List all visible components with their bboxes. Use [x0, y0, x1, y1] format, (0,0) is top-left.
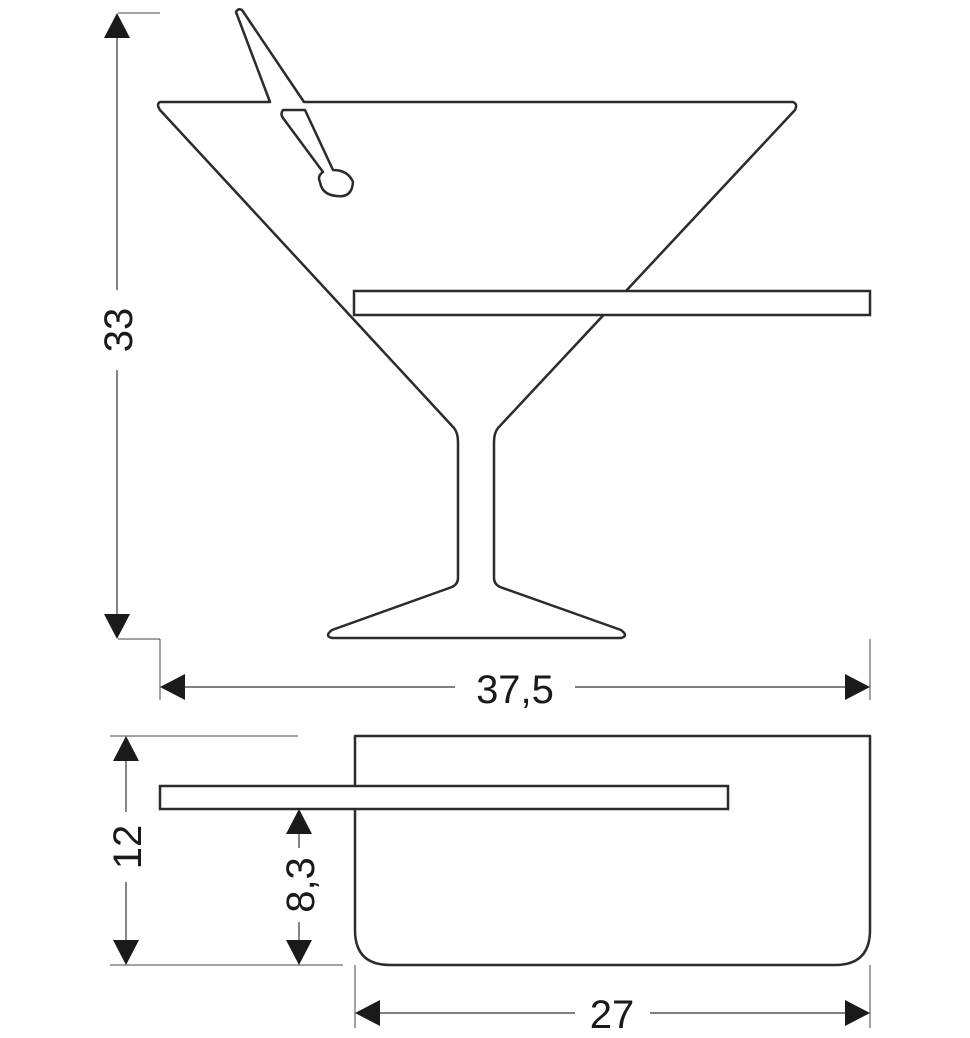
height-arrow-bottom — [104, 614, 130, 639]
bracket-width-arrow-right — [845, 1000, 870, 1026]
width-arrow-right — [845, 674, 870, 700]
width-dimension: 37,5 — [159, 639, 871, 712]
depth-arrow-bottom — [113, 940, 139, 965]
shelf-height-arrow-bottom — [286, 940, 312, 965]
bracket-outline — [353, 734, 872, 967]
depth-arrow-top — [113, 736, 139, 761]
width-label: 37,5 — [476, 668, 554, 712]
bracket-width-label: 27 — [590, 993, 635, 1037]
martini-glass-outline — [156, 8, 798, 640]
height-dimension: 33 — [95, 12, 160, 640]
depth-dimension: 12 — [104, 735, 343, 966]
height-arrow-top — [104, 13, 130, 38]
height-label: 33 — [97, 308, 141, 353]
depth-label: 12 — [106, 825, 150, 870]
shelf-height-dimension: 8,3 — [277, 809, 323, 965]
bracket-width-dimension: 27 — [354, 965, 871, 1037]
shelf-height-label: 8,3 — [279, 857, 323, 913]
side-view — [158, 734, 872, 967]
front-shelf-board — [352, 289, 872, 317]
cocktail-pick — [280, 108, 355, 198]
width-arrow-left — [160, 674, 185, 700]
front-view — [156, 8, 872, 640]
side-shelf-board — [158, 784, 730, 811]
shelf-height-arrow-top — [286, 809, 312, 834]
bracket-width-arrow-left — [355, 1000, 380, 1026]
